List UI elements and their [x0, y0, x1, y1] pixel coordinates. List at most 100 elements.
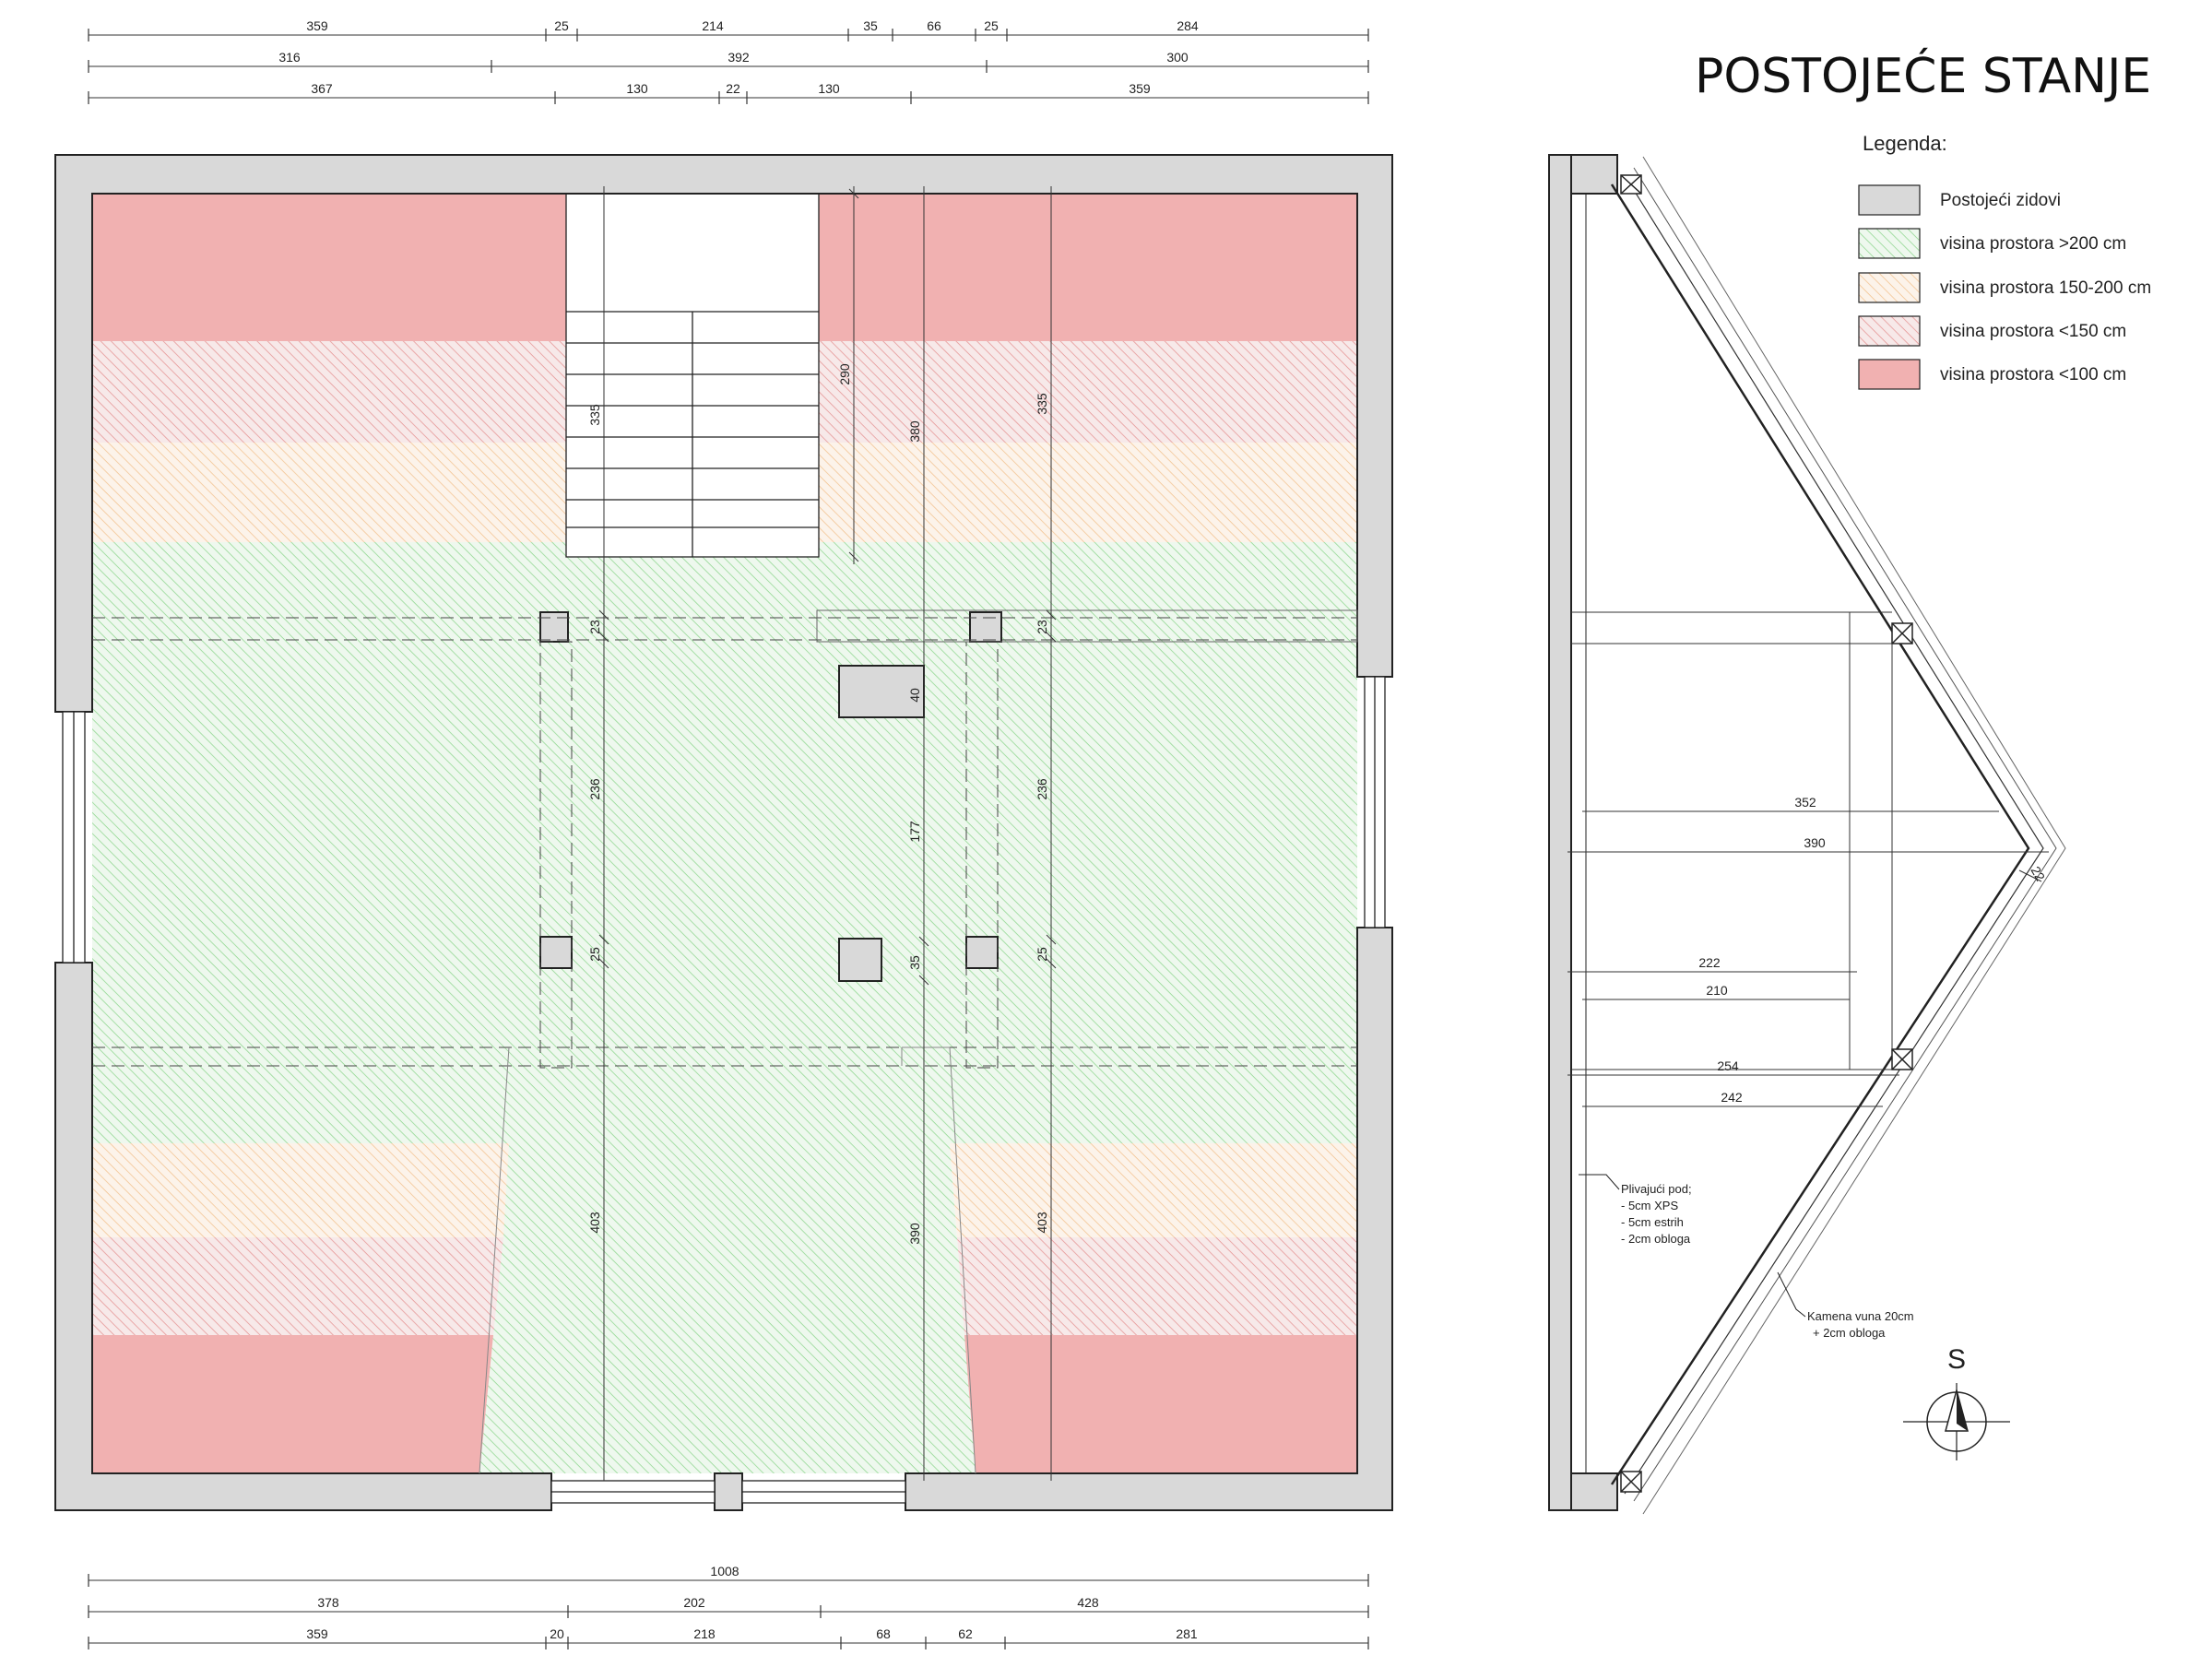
- beams: [92, 617, 1357, 1069]
- legend-label-red: visina prostora <100 cm: [1940, 365, 2126, 384]
- legend-label-walls: Postojeći zidovi: [1940, 191, 2061, 210]
- chimney: [838, 665, 925, 718]
- zone-green: [92, 542, 1357, 1143]
- legend-swatch-orange: [1858, 272, 1921, 303]
- legend: Legenda: Postojeći zidovi visina prostor…: [1858, 132, 2151, 390]
- internal-dimension-labels: 335 23 236 25 403 290 380 40 177 35 390 …: [587, 363, 1049, 1245]
- dim-v-right-3: 25: [1035, 947, 1049, 962]
- section-wall: [1548, 154, 1572, 1511]
- dim-top3-0: 367: [311, 81, 333, 96]
- windows: [62, 676, 1386, 1504]
- roof-note-line-0: Kamena vuna 20cm: [1807, 1309, 1914, 1323]
- roof-line-4: [1642, 156, 2066, 1515]
- top-dimensions: [88, 29, 1369, 104]
- dim-v-mid-2: 40: [907, 688, 922, 703]
- dim-top2-1: 392: [727, 50, 750, 65]
- dim-v-mid-4: 35: [907, 955, 922, 970]
- legend-swatch-red-hatch: [1858, 315, 1921, 347]
- roof-note: Kamena vuna 20cm + 2cm obloga: [1777, 1271, 1914, 1340]
- dim-top3-3: 130: [818, 81, 840, 96]
- legend-label-orange: visina prostora 150-200 cm: [1940, 278, 2151, 298]
- dim-v-right-2: 236: [1035, 778, 1049, 800]
- internal-dimension-lines: [598, 186, 1057, 1481]
- section-dimension-labels: 352 390 22 222 210 254 242: [1698, 795, 2048, 1105]
- dim-s-2: 22: [2029, 864, 2049, 884]
- column-bottom-left: [539, 936, 573, 969]
- section-structure: [1571, 611, 1893, 1070]
- dim-top1-5: 25: [984, 18, 999, 33]
- dim-bot1-0: 1008: [710, 1564, 739, 1578]
- section-wall-top: [1570, 154, 1618, 195]
- legend-swatch-red: [1858, 359, 1921, 390]
- dim-bot3-0: 359: [306, 1626, 328, 1641]
- bottom-dimensions: [88, 1574, 1369, 1649]
- dim-v-left-4: 403: [587, 1212, 602, 1234]
- column-top-left: [539, 611, 569, 643]
- dim-v-mid-1: 380: [907, 420, 922, 443]
- legend-swatch-green: [1858, 228, 1921, 259]
- dim-v-left-1: 23: [587, 620, 602, 634]
- legend-label-green: visina prostora >200 cm: [1940, 234, 2126, 254]
- dim-top1-3: 35: [863, 18, 878, 33]
- dim-top1-1: 25: [554, 18, 569, 33]
- staircase: [565, 193, 820, 558]
- dim-top2-0: 316: [278, 50, 301, 65]
- zone-redhatch-bottom-right: [957, 1237, 1357, 1335]
- section-dimension-lines: [1567, 810, 2049, 1107]
- roof-inner-line: [1610, 183, 2030, 1485]
- dim-s-4: 210: [1706, 983, 1728, 998]
- compass-letter: S: [1947, 1344, 1966, 1375]
- dim-top1-0: 359: [306, 18, 328, 33]
- chimney-small: [838, 938, 882, 982]
- dim-v-mid-0: 290: [837, 363, 852, 385]
- column-top-right: [969, 611, 1002, 643]
- dim-v-left-3: 25: [587, 947, 602, 962]
- dim-top2-2: 300: [1166, 50, 1189, 65]
- dim-top3-4: 359: [1129, 81, 1151, 96]
- roof-line-3: [1633, 167, 2057, 1502]
- zone-red-top-right: [819, 194, 1357, 341]
- zone-redhatch-bottom-left: [92, 1237, 503, 1335]
- section-drawing: 352 390 22 222 210 254 242 Plivajući pod…: [1548, 154, 2066, 1515]
- dim-v-right-0: 335: [1035, 393, 1049, 415]
- dim-top1-2: 214: [702, 18, 724, 33]
- zone-red-bottom-right: [964, 1335, 1357, 1473]
- dim-bot3-1: 20: [550, 1626, 564, 1641]
- page-title: POSTOJEĆE STANJE: [1695, 47, 2151, 104]
- floor-note-line-0: Plivajući pod;: [1621, 1182, 1692, 1196]
- legend-label-red-hatch: visina prostora <150 cm: [1940, 322, 2126, 341]
- dim-s-3: 222: [1698, 955, 1721, 970]
- dim-s-6: 242: [1721, 1090, 1743, 1105]
- dim-top1-4: 66: [927, 18, 941, 33]
- dim-s-0: 352: [1794, 795, 1816, 810]
- dim-s-5: 254: [1717, 1058, 1739, 1073]
- height-zones: [92, 194, 1357, 1473]
- roof-line-2: [1624, 174, 2044, 1495]
- floor-note-line-1: - 5cm XPS: [1621, 1199, 1678, 1212]
- legend-title: Legenda:: [1863, 132, 1947, 155]
- dim-top3-2: 22: [726, 81, 740, 96]
- dim-bot2-1: 202: [683, 1595, 705, 1610]
- dim-v-mid-5: 390: [907, 1223, 922, 1245]
- dim-v-right-4: 403: [1035, 1212, 1049, 1234]
- legend-swatch-walls: [1858, 184, 1921, 216]
- dim-bot3-2: 218: [693, 1626, 716, 1641]
- dim-bot2-2: 428: [1077, 1595, 1099, 1610]
- bottom-dimension-labels: 1008 378 202 428 359 20 218 68 62 281: [306, 1564, 1198, 1641]
- dim-v-left-2: 236: [587, 778, 602, 800]
- floor-note: Plivajući pod; - 5cm XPS - 5cm estrih - …: [1579, 1174, 1692, 1246]
- dim-top1-6: 284: [1177, 18, 1199, 33]
- floor-note-line-2: - 5cm estrih: [1621, 1215, 1684, 1229]
- compass: S: [1903, 1344, 2010, 1460]
- dim-bot3-3: 68: [876, 1626, 891, 1641]
- floor-note-line-3: - 2cm obloga: [1621, 1232, 1691, 1246]
- dim-bot3-4: 62: [958, 1626, 973, 1641]
- roof-note-line-1: + 2cm obloga: [1813, 1326, 1886, 1340]
- dim-top3-1: 130: [626, 81, 648, 96]
- beam-outline: [816, 609, 1358, 643]
- zone-red-bottom-left: [92, 1335, 493, 1473]
- column-bottom-right: [965, 936, 999, 969]
- zone-green-corridor: [479, 1143, 976, 1473]
- dim-s-1: 390: [1804, 835, 1826, 850]
